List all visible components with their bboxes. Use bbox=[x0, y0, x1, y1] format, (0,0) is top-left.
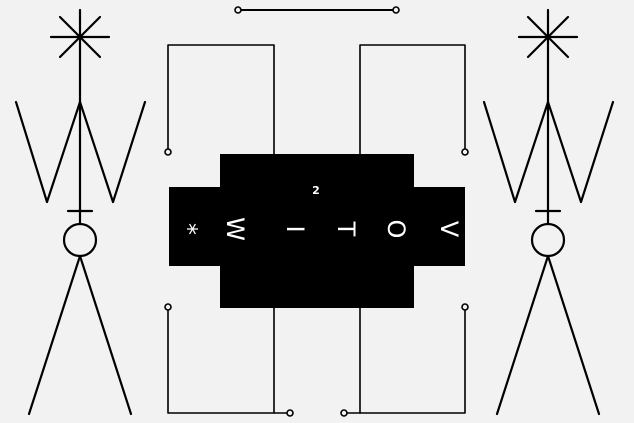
lower-left-bracket bbox=[164, 303, 294, 417]
block-glyph-w: W bbox=[221, 217, 249, 241]
right-figure-icon bbox=[482, 8, 615, 416]
block-glyph-asterisk: * bbox=[174, 223, 202, 235]
top-connector bbox=[234, 6, 400, 14]
upper-left-bracket bbox=[164, 44, 275, 156]
block-glyph-t: T bbox=[332, 221, 360, 237]
superscript-mark: 2 bbox=[312, 184, 320, 197]
upper-right-bracket bbox=[359, 44, 469, 156]
lower-right-bracket bbox=[340, 303, 469, 417]
block-glyph-v: V bbox=[435, 220, 463, 238]
block-glyph-i: I bbox=[281, 225, 309, 233]
central-block bbox=[169, 154, 465, 308]
block-glyph-o: O bbox=[382, 219, 410, 239]
left-figure-icon bbox=[14, 8, 147, 416]
